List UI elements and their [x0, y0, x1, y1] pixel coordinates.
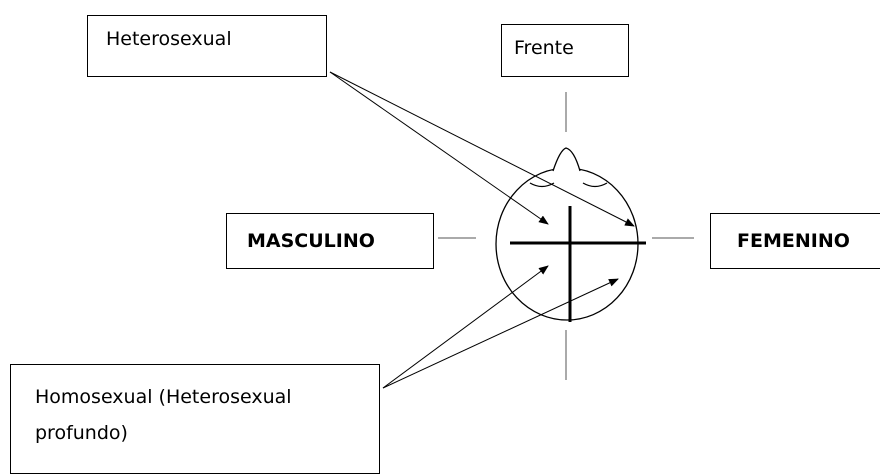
masculino-label: MASCULINO: [247, 230, 375, 252]
cross-axes: [510, 206, 646, 322]
head-icon: [495, 147, 639, 321]
frente-label-box: Frente: [501, 24, 629, 77]
frente-label: Frente: [514, 37, 574, 59]
homosexual-arrows: [382, 265, 619, 389]
masculino-label-box: MASCULINO: [226, 213, 434, 269]
diagram-lines: [329, 71, 694, 389]
heterosexual-label-box: Heterosexual: [87, 15, 327, 77]
homosexual-label-box: Homosexual (Heterosexual profundo): [10, 364, 380, 474]
femenino-label-box: FEMENINO: [710, 213, 880, 269]
femenino-label: FEMENINO: [737, 230, 850, 252]
heterosexual-label: Heterosexual: [106, 28, 232, 50]
axis-ticks: [438, 92, 694, 380]
homosexual-label-line1: Homosexual (Heterosexual: [35, 386, 292, 408]
heterosexual-arrows: [329, 71, 635, 227]
homosexual-label-line2: profundo): [35, 422, 128, 444]
